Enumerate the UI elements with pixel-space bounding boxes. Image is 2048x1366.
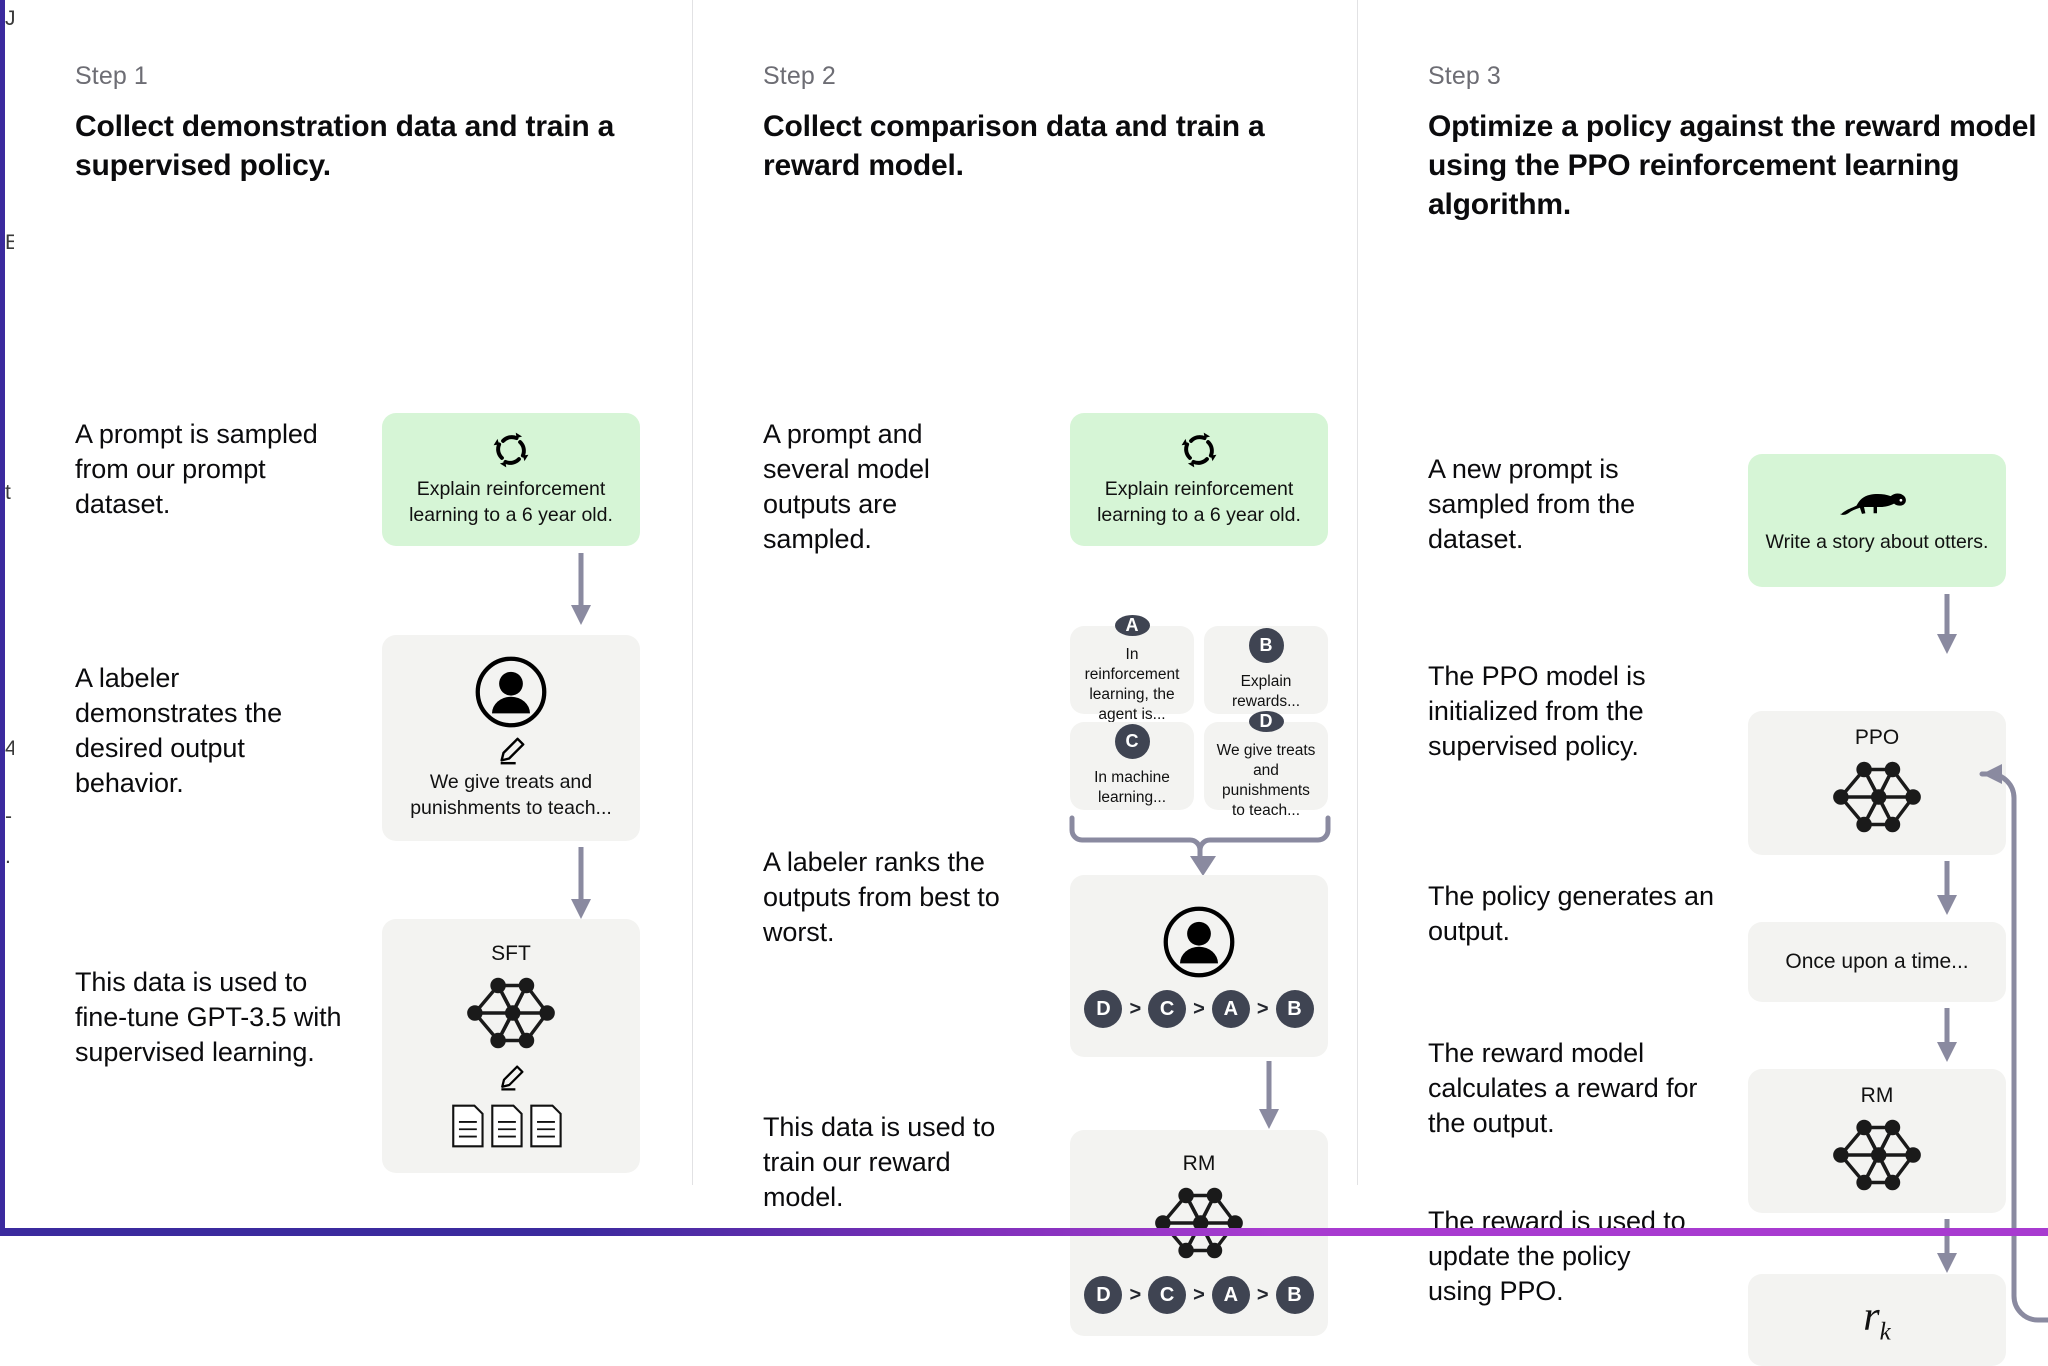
option-badge: B: [1248, 627, 1284, 663]
merge-brace-arrow: [1066, 812, 1334, 878]
step-1-label: Step 1: [75, 62, 148, 90]
sft-model-card[interactable]: SFT: [382, 919, 640, 1173]
rank-separator: >: [1256, 1283, 1269, 1306]
prompt-card[interactable]: Explain reinforcement learning to a 6 ye…: [382, 413, 640, 546]
neural-net-icon: [1825, 754, 1929, 840]
ppo-model-card[interactable]: PPO: [1748, 711, 2006, 855]
rm-card-title: RM: [1860, 1084, 1894, 1107]
arrow-down: [1934, 594, 1960, 656]
reward-symbol: rk: [1863, 1293, 1890, 1346]
rank-pill: D: [1084, 1276, 1123, 1314]
step-2-label: Step 2: [763, 62, 836, 90]
reward-symbol-base: r: [1863, 1294, 1880, 1341]
sft-card-title: SFT: [491, 942, 531, 965]
arrow-down: [1256, 1061, 1282, 1131]
otter-icon: [1836, 486, 1918, 524]
step-3-label: Step 3: [1428, 62, 1501, 90]
edge-fragment: t: [5, 482, 11, 503]
rank-separator: >: [1129, 997, 1142, 1020]
rank-pill: B: [1275, 1276, 1314, 1314]
prompt-card-text: Explain reinforcement learning to a 6 ye…: [409, 477, 613, 526]
step-2-note-1: A prompt and several model outputs are s…: [763, 419, 930, 555]
output-card[interactable]: Once upon a time...: [1748, 922, 2006, 1002]
rank-separator: >: [1129, 1283, 1142, 1306]
labeler-rank-card[interactable]: D > C > A > B: [1070, 875, 1328, 1057]
rank-separator: >: [1256, 997, 1269, 1020]
person-circle-icon: [473, 654, 549, 730]
step-2-note-3: This data is used to train our reward mo…: [763, 1112, 996, 1213]
option-badge: A: [1114, 614, 1150, 636]
bottom-gradient-bar: [5, 1228, 2048, 1236]
step-2-column: Step 2 Collect comparison data and train…: [692, 0, 1357, 1336]
neural-net-icon: [1147, 1180, 1251, 1266]
reward-card[interactable]: rk: [1748, 1274, 2006, 1366]
option-card-d[interactable]: D We give treats and punishments to teac…: [1204, 710, 1328, 819]
step-3-note-1: A new prompt is sampled from the dataset…: [1428, 454, 1635, 555]
edge-fragment: J: [5, 8, 14, 29]
option-card-text: We give treats and punishments to teach.…: [1216, 741, 1316, 820]
rank-separator: >: [1193, 1283, 1205, 1306]
neural-net-icon: [459, 970, 563, 1056]
rm-model-card[interactable]: RM: [1748, 1069, 2006, 1213]
option-badge: C: [1114, 723, 1150, 759]
edge-fragment: -: [5, 806, 12, 827]
option-card-c[interactable]: C In machine learning...: [1070, 722, 1194, 810]
step-1-column: Step 1 Collect demonstration data and tr…: [5, 0, 692, 1185]
cycle-icon: [1180, 431, 1218, 469]
pencil-icon: [496, 736, 526, 766]
prompt-card[interactable]: Write a story about otters.: [1748, 454, 2006, 587]
rank-pill: C: [1148, 1276, 1187, 1314]
step-3-note-2: The PPO model is initialized from the su…: [1428, 661, 1646, 762]
step-1-note-2: A labeler demonstrates the desired outpu…: [75, 663, 283, 799]
step-1-title: Collect demonstration data and train a s…: [75, 110, 615, 182]
option-card-text: In reinforcement learning, the agent is.…: [1084, 645, 1180, 724]
pencil-icon: [497, 1064, 525, 1092]
neural-net-icon: [1825, 1112, 1929, 1198]
step-1-note-3: This data is used to fine-tune GPT-3.5 w…: [75, 967, 342, 1068]
rank-pill: C: [1148, 990, 1187, 1028]
arrow-down: [1934, 1008, 1960, 1064]
person-circle-icon: [1161, 904, 1237, 980]
step-1-note-1: A prompt is sampled from our prompt data…: [75, 419, 318, 520]
prompt-card-text: Write a story about otters.: [1765, 530, 1989, 553]
option-card-b[interactable]: B Explain rewards...: [1204, 626, 1328, 714]
rank-pill: A: [1211, 1276, 1250, 1314]
option-card-text: In machine learning...: [1094, 768, 1170, 806]
cycle-icon: [492, 431, 530, 469]
rank-separator: >: [1193, 997, 1205, 1020]
arrow-down: [1934, 861, 1960, 917]
step-3-title: Optimize a policy against the reward mod…: [1428, 110, 2037, 221]
steps-container: Step 1 Collect demonstration data and tr…: [5, 0, 2048, 1366]
step-3-note-5: The reward is used to update the policy …: [1428, 1206, 1686, 1307]
rank-pill: A: [1211, 990, 1250, 1028]
step-2-title: Collect comparison data and train a rewa…: [763, 110, 1265, 182]
rm-card-title: RM: [1182, 1152, 1216, 1175]
edge-fragment: .: [5, 846, 11, 867]
rank-pill: D: [1084, 990, 1123, 1028]
step-3-note-3: The policy generates an output.: [1428, 881, 1714, 947]
step-3-note-4: The reward model calculates a reward for…: [1428, 1038, 1698, 1139]
ppo-card-title: PPO: [1854, 726, 1900, 749]
edge-fragment: 4: [5, 738, 14, 759]
rank-pill: B: [1275, 990, 1314, 1028]
option-card-a[interactable]: A In reinforcement learning, the agent i…: [1070, 614, 1194, 723]
ranking-row: D > C > A > B: [1084, 1276, 1314, 1314]
documents-icon: [450, 1102, 572, 1150]
prompt-card-text: Explain reinforcement learning to a 6 ye…: [1097, 477, 1301, 526]
prompt-card[interactable]: Explain reinforcement learning to a 6 ye…: [1070, 413, 1328, 546]
step-2-note-2: A labeler ranks the outputs from best to…: [763, 847, 1000, 948]
feedback-loop-arrow: [1979, 744, 2048, 1324]
step-3-column: Step 3 Optimize a policy against the rew…: [1357, 0, 2048, 1366]
labeler-card-text: We give treats and punishments to teach.…: [410, 771, 612, 819]
arrow-down: [568, 553, 594, 627]
ranking-row: D > C > A > B: [1084, 990, 1314, 1028]
output-card-text: Once upon a time...: [1785, 950, 1969, 973]
edge-fragment: E: [5, 232, 14, 253]
arrow-down: [568, 847, 594, 921]
reward-symbol-subscript: k: [1879, 1318, 1891, 1346]
labeler-card[interactable]: We give treats and punishments to teach.…: [382, 635, 640, 841]
option-card-text: Explain rewards...: [1231, 672, 1301, 710]
option-badge: D: [1248, 710, 1284, 732]
